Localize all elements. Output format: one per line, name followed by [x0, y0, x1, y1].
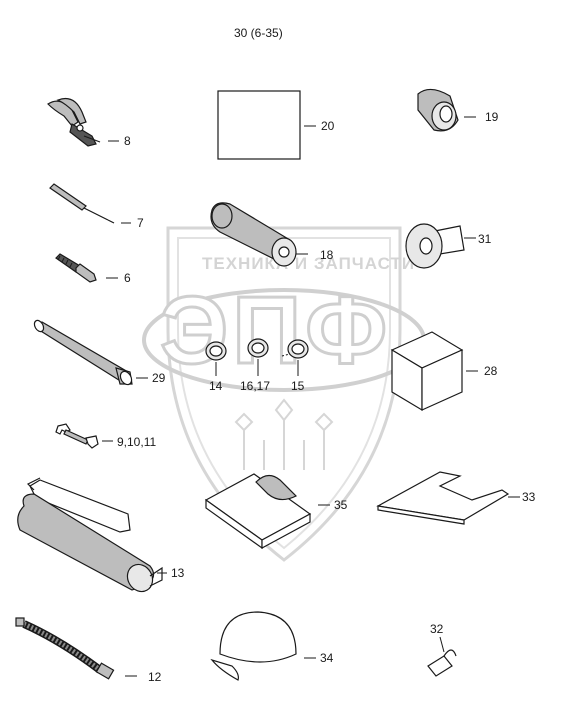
- o-ring-14: [205, 341, 227, 361]
- manual-sheet: [217, 90, 301, 160]
- o-ring-15: [287, 339, 309, 359]
- callout-20: 20: [321, 119, 335, 133]
- callout-33: 33: [522, 490, 536, 504]
- pliers-icon: [47, 97, 101, 147]
- cover-plate-icon: [376, 471, 510, 525]
- callout-35: 35: [334, 498, 348, 512]
- callout-9-10-11: 9,10,11: [117, 435, 157, 449]
- socket-bar-icon: [33, 319, 133, 386]
- filter-cartridge-icon: [210, 202, 297, 267]
- callout-15: 15: [291, 379, 305, 393]
- callout-8: 8: [124, 134, 131, 148]
- screwdriver-icon: [49, 183, 115, 224]
- callout-16-17: 16,17: [240, 379, 271, 393]
- grease-gun-icon: [17, 477, 163, 593]
- o-ring-16-17: [247, 338, 269, 358]
- tool-pouch-icon: [204, 473, 312, 550]
- callout-7: 7: [137, 216, 144, 230]
- watermark-text: ТЕХНИКА И ЗАПЧАСТИ: [202, 254, 416, 273]
- protective-cap-icon: [210, 611, 297, 681]
- callout-14: 14: [209, 379, 223, 393]
- callout-29: 29: [152, 371, 166, 385]
- callout-6: 6: [124, 271, 131, 285]
- diagram-title: 30 (6-35): [234, 26, 283, 40]
- callout-32: 32: [430, 622, 444, 636]
- grease-hose-icon: [15, 617, 115, 680]
- tool-box-icon: [390, 331, 464, 412]
- lock-washer-icon: [405, 223, 465, 269]
- watermark-logo: ЭПФ: [158, 276, 392, 386]
- callout-19: 19: [485, 110, 499, 124]
- clip-icon: [427, 649, 457, 677]
- threaded-bolt-icon: [55, 253, 97, 283]
- callout-13: 13: [171, 566, 185, 580]
- callout-12: 12: [148, 670, 162, 684]
- callout-34: 34: [320, 651, 334, 665]
- callout-31: 31: [478, 232, 492, 246]
- callout-28: 28: [484, 364, 498, 378]
- callout-18: 18: [320, 248, 334, 262]
- wrench-icon: [55, 423, 99, 449]
- cap-icon: [417, 88, 459, 132]
